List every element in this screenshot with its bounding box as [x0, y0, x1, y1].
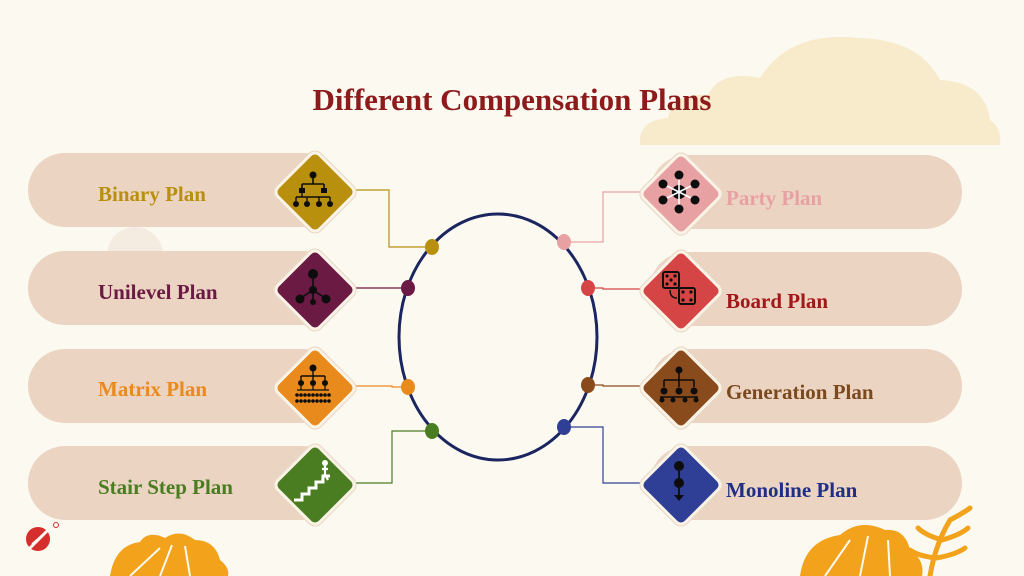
plan-diamond-left-1	[271, 148, 359, 236]
plan-label: Party Plan	[726, 186, 823, 210]
plan-label: Matrix Plan	[98, 377, 208, 401]
connector-line	[588, 287, 644, 290]
connector-dot	[401, 280, 415, 296]
monoline-chain-icon	[674, 461, 684, 501]
connector-line	[564, 191, 644, 243]
party-network-icon	[658, 170, 700, 214]
plan-diamond-right-1	[637, 150, 725, 238]
generation-tree-icon	[659, 366, 699, 403]
center-ring	[397, 212, 599, 462]
plan-diamond-left-4	[271, 441, 359, 529]
cloud-decoration	[639, 36, 1001, 145]
connector-line	[348, 430, 432, 484]
plan-diamond-left-3	[271, 344, 359, 432]
brand-logo	[26, 522, 59, 552]
plan-diamond-right-3	[637, 344, 725, 432]
flower-decoration-left	[110, 533, 229, 576]
flower-decoration-right	[800, 505, 973, 576]
connector-dot	[557, 419, 571, 435]
connector-line	[348, 385, 408, 388]
plan-diamond-right-2	[637, 247, 725, 335]
page-title: Different Compensation Plans	[312, 82, 712, 117]
connector-dot	[557, 234, 571, 250]
binary-tree-icon	[293, 171, 333, 207]
dice-icon	[662, 271, 696, 305]
plan-label: Unilevel Plan	[98, 280, 218, 304]
plan-label: Monoline Plan	[726, 478, 858, 502]
connector-line	[564, 426, 644, 484]
plan-label: Generation Plan	[726, 380, 874, 404]
stair-step-icon	[294, 460, 330, 502]
connector-line	[348, 189, 432, 248]
plan-label: Binary Plan	[98, 182, 206, 206]
connector-dot	[425, 423, 439, 439]
connector-dot	[425, 239, 439, 255]
connector-line	[588, 384, 644, 387]
connector-dot	[401, 379, 415, 395]
plan-label: Board Plan	[726, 289, 829, 313]
plan-diamond-left-2	[271, 246, 359, 334]
plan-diamond-right-4	[637, 441, 725, 529]
matrix-tree-icon	[295, 364, 331, 403]
unilevel-network-icon	[295, 269, 331, 305]
plan-label: Stair Step Plan	[98, 475, 233, 499]
connector-dot	[581, 377, 595, 393]
connector-dot	[581, 280, 595, 296]
